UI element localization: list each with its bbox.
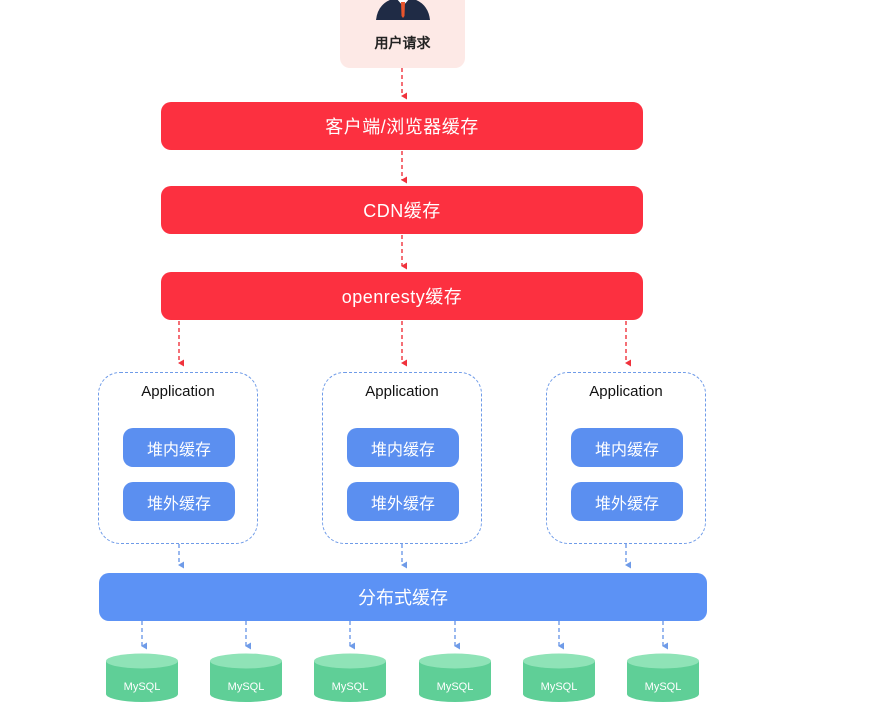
off-heap-cache-box: 堆外缓存 xyxy=(123,482,235,521)
mysql-label: MySQL xyxy=(331,681,369,693)
mysql-label: MySQL xyxy=(436,681,474,693)
client-browser-cache-layer: 客户端/浏览器缓存 xyxy=(161,102,643,150)
off-heap-cache-box: 堆外缓存 xyxy=(571,482,683,521)
mysql-database-icon xyxy=(314,653,386,702)
mysql-label: MySQL xyxy=(123,681,161,693)
distributed-cache-layer: 分布式缓存 xyxy=(99,573,707,621)
mysql-database-icon xyxy=(627,653,699,702)
application-title: Application xyxy=(141,383,215,400)
user-request-label: 用户请求 xyxy=(374,35,431,51)
mysql-database-icon xyxy=(419,653,491,702)
mysql-label: MySQL xyxy=(644,681,682,693)
application-title: Application xyxy=(365,383,439,400)
off-heap-cache-box: 堆外缓存 xyxy=(347,482,459,521)
mysql-label: MySQL xyxy=(540,681,578,693)
heap-cache-box: 堆内缓存 xyxy=(571,428,683,467)
application-title: Application xyxy=(589,383,663,400)
application-group-2 xyxy=(322,372,482,544)
mysql-database-icon xyxy=(523,653,595,702)
mysql-database-icon xyxy=(210,653,282,702)
application-group-3 xyxy=(546,372,706,544)
openresty-cache-layer: openresty缓存 xyxy=(161,272,643,320)
person-avatar-icon xyxy=(376,0,430,20)
application-group-1 xyxy=(98,372,258,544)
mysql-label: MySQL xyxy=(227,681,265,693)
mysql-database-icon xyxy=(106,653,178,702)
cdn-cache-layer: CDN缓存 xyxy=(161,186,643,234)
heap-cache-box: 堆内缓存 xyxy=(123,428,235,467)
heap-cache-box: 堆内缓存 xyxy=(347,428,459,467)
